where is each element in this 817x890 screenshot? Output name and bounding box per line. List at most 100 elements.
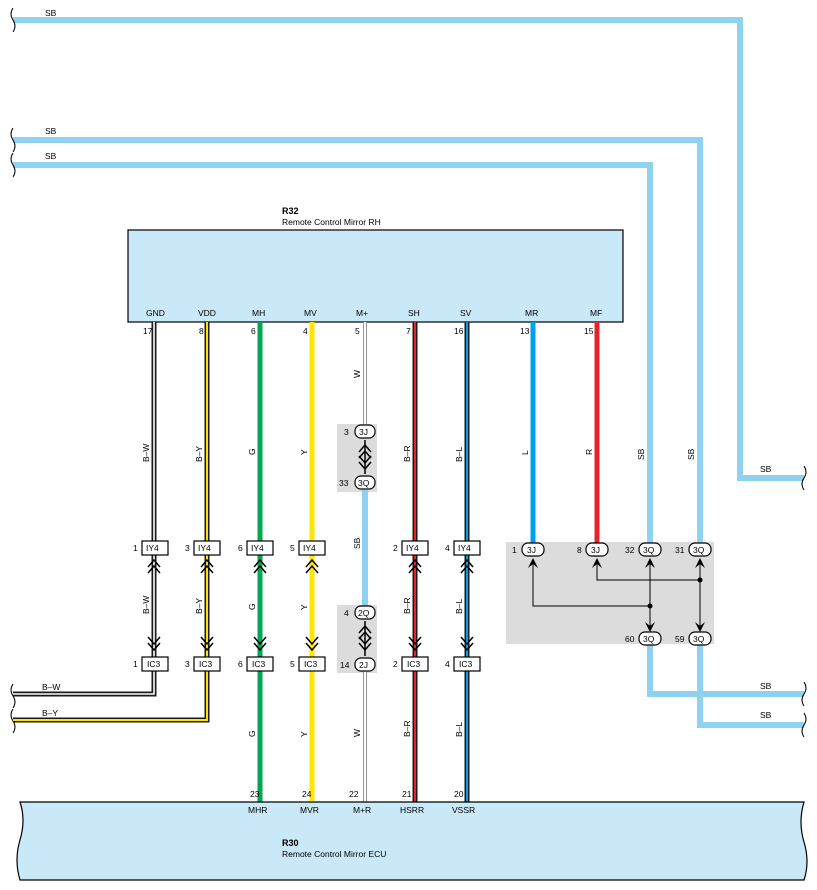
svg-text:3Q: 3Q: [643, 545, 655, 555]
pin-num-mplus: 5: [355, 326, 360, 336]
junction-area-right: [506, 542, 714, 644]
wire-label-bw-upper: B–W: [141, 444, 151, 462]
wire-label-sb-v1: SB: [636, 448, 646, 460]
wire-label-by-upper: B–Y: [194, 446, 204, 462]
svg-text:32: 32: [625, 545, 635, 555]
svg-text:IC3: IC3: [252, 659, 266, 669]
wire-label-by-horizontal: B–Y: [42, 708, 58, 718]
wire-label-br-lower: B–R: [402, 720, 412, 737]
pin-num-sh: 7: [406, 326, 411, 336]
pin-num-mh: 6: [251, 326, 256, 336]
wire-label-sb-v2: SB: [686, 448, 696, 460]
svg-text:IC3: IC3: [147, 659, 161, 669]
wire-label-g-lower: G: [247, 730, 257, 737]
connector-iy4-6: IY4 4: [445, 540, 481, 556]
svg-text:3J: 3J: [591, 545, 600, 555]
svg-text:2: 2: [393, 659, 398, 669]
sb-wire-second: [13, 137, 804, 728]
wire-label-br-mid: B–R: [402, 597, 412, 614]
connector-ic3-6: IC3 4: [445, 656, 481, 672]
connector-ic3-4: IC3 5: [290, 656, 326, 672]
pin-name-mv: MV: [304, 308, 317, 318]
pin-num-mf: 15: [584, 326, 594, 336]
svg-text:5: 5: [290, 659, 295, 669]
svg-text:IC3: IC3: [304, 659, 318, 669]
svg-text:IY4: IY4: [303, 543, 316, 553]
svg-text:IY4: IY4: [146, 543, 159, 553]
svg-text:31: 31: [675, 545, 685, 555]
svg-text:1: 1: [512, 545, 517, 555]
svg-text:3J: 3J: [359, 427, 368, 437]
sb-wire-third: [13, 162, 804, 697]
svg-text:14: 14: [340, 660, 350, 670]
pin-name-sh: SH: [408, 308, 420, 318]
wire-label-bl-upper: B–L: [454, 447, 464, 462]
pin-num-mr: 13: [520, 326, 530, 336]
svg-text:3: 3: [185, 543, 190, 553]
mirror-pin-labels: GND VDD MH MV M+ SH SV MR MF 17 8 6 4 5 …: [143, 308, 602, 336]
wire-label-w-lower: W: [352, 729, 362, 737]
wire-label-bw-horizontal: B–W: [42, 682, 60, 692]
svg-text:60: 60: [625, 634, 635, 644]
svg-text:IY4: IY4: [406, 543, 419, 553]
pin-name-sv: SV: [460, 308, 472, 318]
ecu-pin-num-hsrr: 21: [402, 789, 412, 799]
ecu-pin-num-mvr: 24: [302, 789, 312, 799]
svg-text:5: 5: [290, 543, 295, 553]
connector-iy4-row: IY4 1 IY4 3 IY4 6 IY4 5 IY4 2 IY4 4: [133, 540, 481, 556]
junction-arrows: [528, 558, 705, 632]
connector-iy4-5: IY4 2: [393, 540, 429, 556]
ecu-id: R30: [282, 838, 299, 848]
wire-label-g-upper: G: [247, 448, 257, 455]
connector-iy4-4: IY4 5: [290, 540, 326, 556]
svg-text:4: 4: [445, 659, 450, 669]
svg-text:59: 59: [675, 634, 685, 644]
component-id: R32: [282, 206, 299, 216]
svg-text:1: 1: [133, 543, 138, 553]
wire-label-sb-2: SB: [45, 126, 57, 136]
svg-text:6: 6: [238, 659, 243, 669]
wire-label-by-mid: B–Y: [194, 598, 204, 614]
wire-color-labels-upper: B–W B–Y G Y W B–R B–L L R SB: [141, 370, 594, 549]
svg-text:IC3: IC3: [199, 659, 213, 669]
pin-name-mplus: M+: [356, 308, 368, 318]
svg-text:8: 8: [577, 545, 582, 555]
component-r30: R30 Remote Control Mirror ECU: [16, 801, 808, 881]
svg-text:33: 33: [339, 478, 349, 488]
wire-vdd: [13, 322, 210, 723]
connector-iy4-3: IY4 6: [238, 540, 274, 556]
connector-ic3-row: IC3 1 IC3 3 IC3 6 IC3 5 IC3 2 IC3 4: [133, 656, 481, 672]
svg-text:4: 4: [445, 543, 450, 553]
wire-label-r: R: [584, 449, 594, 455]
wire-label-l: L: [520, 450, 530, 455]
junction-mplus: 3J 3 3Q 33 2Q 4 2J 14: [339, 424, 376, 672]
wire-label-sb-5: SB: [760, 681, 772, 691]
chevron-markers: [147, 558, 474, 652]
connector-ic3-5: IC3 2: [393, 656, 429, 672]
wire-gnd: [13, 322, 157, 697]
ecu-pin-num-vssr: 20: [454, 789, 464, 799]
wire-label-y-lower: Y: [299, 731, 309, 737]
svg-text:3Q: 3Q: [693, 634, 705, 644]
pin-name-mh: MH: [252, 308, 265, 318]
ecu-pin-labels: 23 24 22 21 20 MHR MVR M+R HSRR VSSR: [248, 789, 475, 815]
component-r32: R32 Remote Control Mirror RH: [127, 206, 624, 323]
svg-text:IY4: IY4: [458, 543, 471, 553]
pin-num-sv: 16: [454, 326, 464, 336]
svg-text:3: 3: [185, 659, 190, 669]
ecu-pin-name-mplusr: M+R: [353, 805, 371, 815]
wire-label-y-mid: Y: [299, 604, 309, 610]
wire-label-sb-1: SB: [45, 8, 57, 18]
wire-label-sb-6: SB: [760, 710, 772, 720]
junction-dots: [647, 577, 703, 609]
wire-color-labels-middle: B–W B–Y G Y B–R B–L: [141, 596, 464, 614]
junction-right-connectors: 3J 1 3J 8 3Q 32 3Q 31 3Q 60 3Q 59: [512, 542, 712, 646]
connector-ic3-2: IC3 3: [185, 656, 221, 672]
pin-name-gnd: GND: [146, 308, 165, 318]
pin-name-vdd: VDD: [198, 308, 216, 318]
wire-label-g-mid: G: [247, 603, 257, 610]
svg-text:3J: 3J: [527, 545, 536, 555]
svg-text:3: 3: [344, 427, 349, 437]
ecu-pin-num-mhr: 23: [250, 789, 260, 799]
